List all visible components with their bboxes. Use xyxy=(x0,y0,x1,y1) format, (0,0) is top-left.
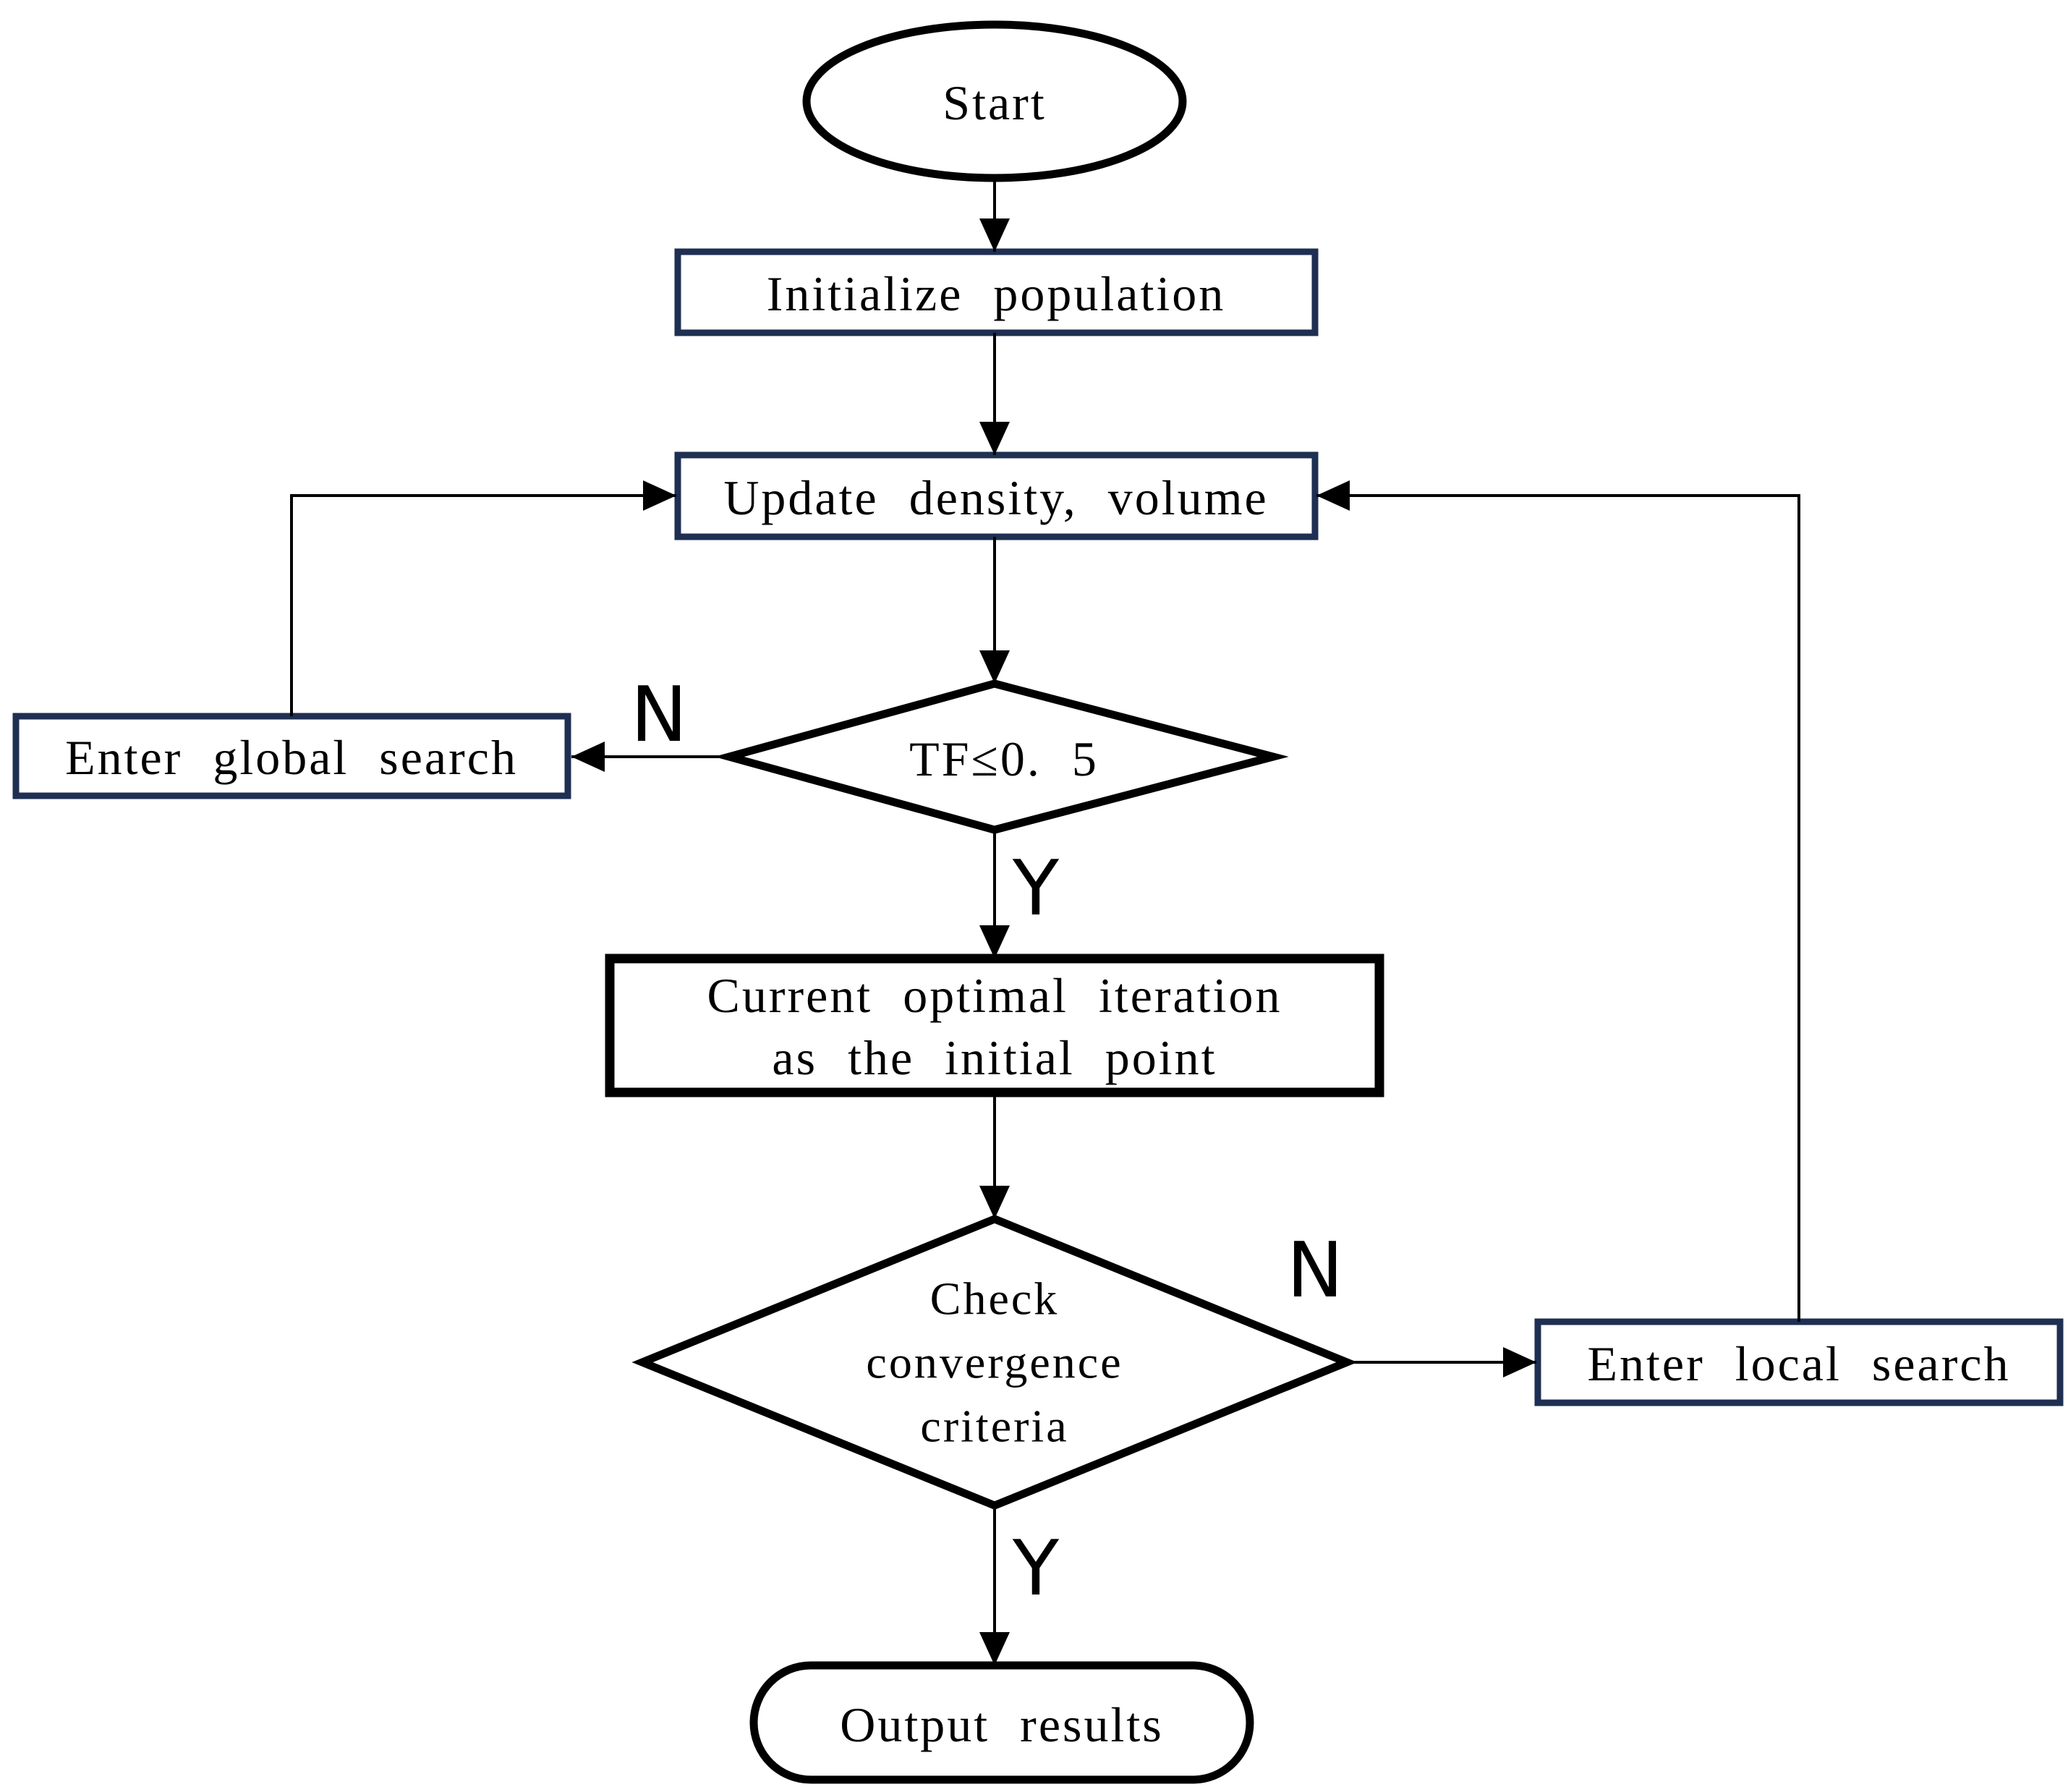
convergence-yes-branch-label: Y xyxy=(1012,1524,1060,1613)
convergence-label-line3: criteria xyxy=(920,1401,1068,1452)
initialize-process-shape xyxy=(674,248,1319,336)
update-label: Update density, volume xyxy=(723,470,1268,525)
current-optimal-label-line1: Current optimal iteration xyxy=(707,968,1282,1023)
node-enter-local-search: Enter local search xyxy=(1534,1318,2064,1406)
start-terminator-shape xyxy=(802,20,1187,182)
tf-yes-branch-label: Y xyxy=(1012,844,1060,933)
convergence-no-branch-label: N xyxy=(1287,1226,1344,1315)
start-label: Start xyxy=(942,75,1046,130)
edge-tf-no-to-global-search: N xyxy=(571,671,729,772)
tf-no-branch-label: N xyxy=(631,671,688,759)
edge-tf-yes-to-current-optimal: Y xyxy=(979,830,1060,959)
edge-convergence-no-to-local-search: N xyxy=(1287,1226,1536,1377)
node-output-results: Output results xyxy=(749,1661,1254,1784)
node-convergence-decision: Check convergence criteria xyxy=(631,1215,1358,1510)
current-optimal-label-line2: as the initial point xyxy=(772,1030,1217,1085)
tf-decision-label: TF≤0. 5 xyxy=(909,731,1099,786)
local-search-label: Enter local search xyxy=(1587,1336,2010,1391)
convergence-label-line2: convergence xyxy=(866,1337,1123,1388)
initialize-label: Initialize population xyxy=(767,266,1226,321)
node-current-optimal: Current optimal iteration as the initial… xyxy=(605,954,1384,1097)
node-tf-decision: TF≤0. 5 xyxy=(714,679,1289,834)
output-label: Output results xyxy=(840,1697,1163,1752)
node-update-density-volume: Update density, volume xyxy=(674,451,1319,540)
edge-convergence-yes-to-output: Y xyxy=(979,1506,1060,1665)
node-enter-global-search: Enter global search xyxy=(12,713,571,799)
node-start: Start xyxy=(802,20,1187,182)
node-initialize-population: Initialize population xyxy=(674,248,1319,336)
edge-local-search-loop-to-update xyxy=(1316,480,1800,1322)
output-terminator-shape xyxy=(749,1661,1254,1784)
global-search-label: Enter global search xyxy=(65,730,518,785)
convergence-label-line1: Check xyxy=(930,1273,1060,1325)
update-process-shape xyxy=(674,451,1319,540)
edge-global-search-loop-to-update xyxy=(290,480,676,716)
